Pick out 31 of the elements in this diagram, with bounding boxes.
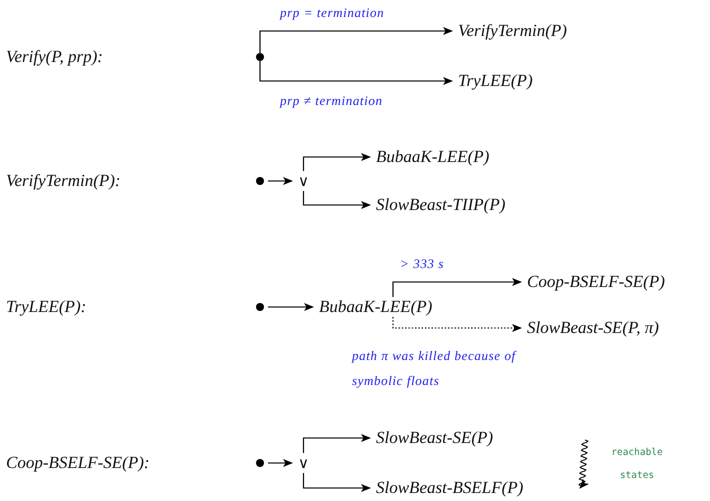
procedure-call: SlowBeast-BSELF(P) bbox=[376, 478, 524, 498]
or-symbol: ∨ bbox=[298, 171, 309, 191]
procedure-call: SlowBeast-TIIP(P) bbox=[376, 195, 506, 215]
arrow bbox=[392, 278, 522, 297]
arrow bbox=[268, 459, 293, 467]
arrow bbox=[268, 303, 314, 311]
arrow bbox=[392, 317, 522, 332]
procedure-call: Coop-BSELF-SE(P) bbox=[527, 272, 665, 292]
procedure-call: SlowBeast-SE(P, π) bbox=[527, 318, 659, 338]
procedure-call: BubaaK-LEE(P) bbox=[319, 297, 432, 317]
arrow bbox=[302, 153, 371, 171]
procedure-call: TryLEE(P) bbox=[458, 71, 533, 91]
procedure-definition: Coop-BSELF-SE(P): bbox=[6, 453, 150, 473]
start-dot bbox=[256, 459, 264, 467]
procedure-call: SlowBeast-SE(P) bbox=[376, 428, 494, 448]
annotation-text: reachable states bbox=[610, 446, 664, 483]
procedure-call: VerifyTermin(P) bbox=[458, 21, 567, 41]
procedure-call: BubaaK-LEE(P) bbox=[376, 147, 490, 167]
procedure-definition: TryLEE(P): bbox=[6, 297, 86, 317]
arrow bbox=[302, 191, 371, 209]
start-dot bbox=[256, 53, 264, 61]
start-dot bbox=[256, 177, 264, 185]
procedure-definition: Verify(P, prp): bbox=[6, 47, 103, 67]
arrow bbox=[259, 27, 453, 53]
arrow bbox=[302, 434, 371, 453]
or-symbol: ∨ bbox=[298, 453, 309, 473]
arrow bbox=[268, 177, 293, 185]
start-dot bbox=[256, 303, 264, 311]
arrow bbox=[302, 473, 371, 492]
procedure-definition: VerifyTermin(P): bbox=[6, 171, 121, 191]
arrow bbox=[259, 61, 453, 85]
